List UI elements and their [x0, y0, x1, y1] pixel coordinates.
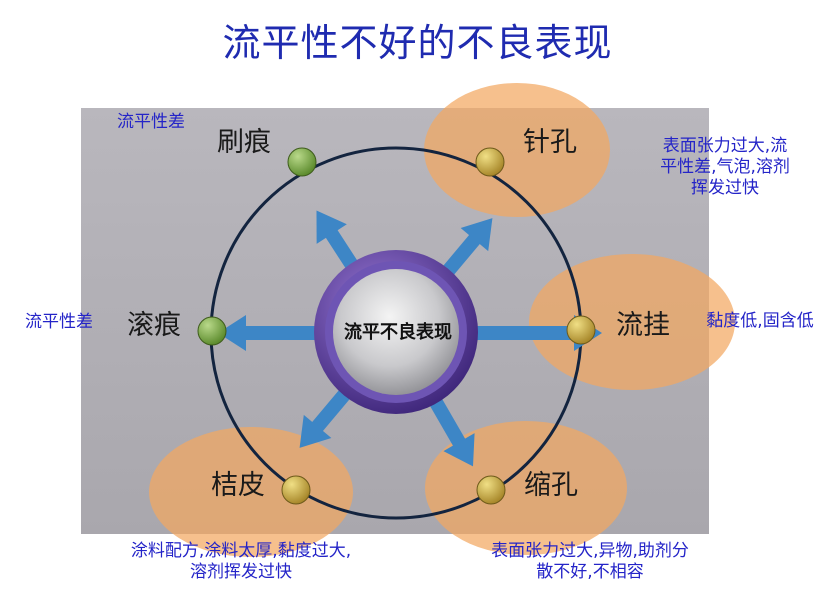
center-hub: 流平不良表现: [314, 250, 478, 414]
page-title: 流平性不好的不良表现: [222, 21, 613, 65]
node-label-roll: 滚痕: [127, 310, 181, 341]
node-dot-crater: [476, 475, 506, 505]
node-label-crater: 缩孔: [524, 470, 578, 501]
node-dot-pinhole: [475, 147, 505, 177]
note-sag: 黏度低,固含低: [706, 311, 814, 331]
note-pinhole: 表面张力过大,流 平性差,气泡,溶剂 挥发过快: [660, 136, 790, 198]
note-brush: 流平性差: [117, 112, 185, 132]
center-label: 流平不良表现: [344, 321, 452, 343]
note-roll: 流平性差: [25, 312, 93, 332]
node-dot-sag: [566, 315, 596, 345]
node-dot-roll: [197, 316, 227, 346]
node-label-sag: 流挂: [616, 310, 670, 341]
note-crater: 表面张力过大,异物,助剂分 散不好,不相容: [491, 541, 689, 582]
node-dot-brush: [287, 147, 317, 177]
node-label-orange-peel: 桔皮: [211, 470, 265, 501]
highlight-crater: [425, 421, 627, 555]
node-label-pinhole: 针孔: [523, 127, 577, 158]
highlight-pinhole: [424, 83, 610, 217]
arrow-left: [218, 315, 336, 351]
node-dot-orange-peel: [281, 475, 311, 505]
note-orange-peel: 涂料配方,涂料太厚,黏度过大, 溶剂挥发过快: [130, 541, 352, 582]
node-label-brush: 刷痕: [217, 127, 271, 158]
highlight-orange-peel: [149, 427, 353, 557]
